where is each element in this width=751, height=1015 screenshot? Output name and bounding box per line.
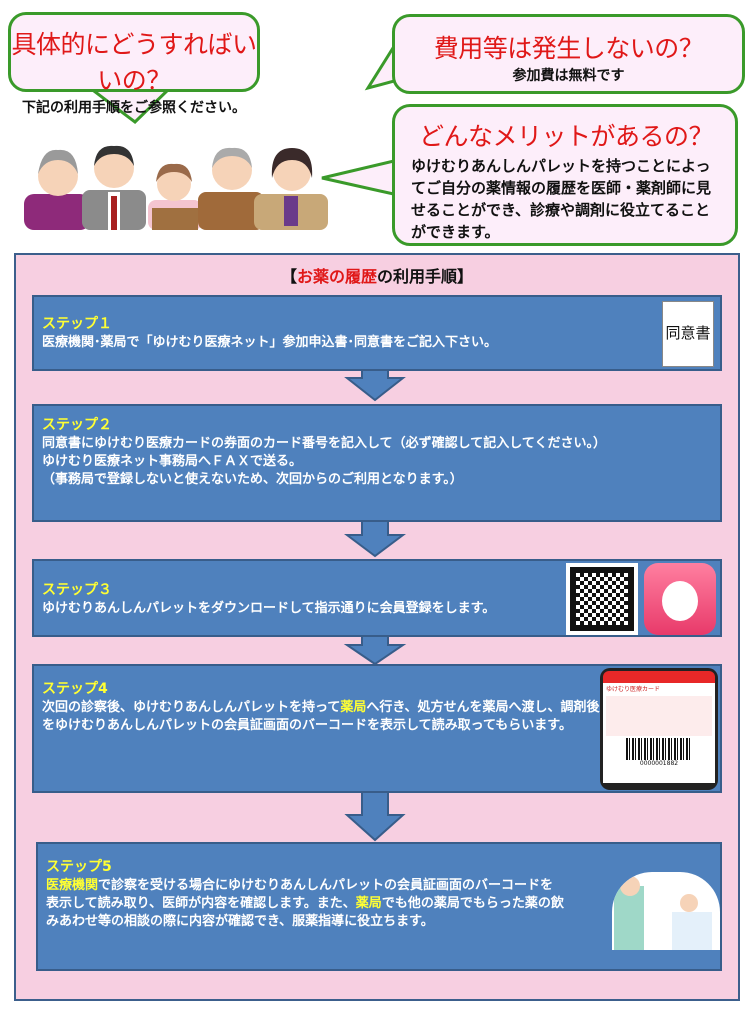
down-arrow-icon — [343, 635, 407, 666]
step-1: ステップ１ 医療機関･薬局で「ゆけむり医療ネット」参加申込書･同意書をご記入下さ… — [32, 295, 722, 371]
step-text: へ行き、処方せんを薬局へ渡し、調剤後をゆけむりあんしんパレットの会員証画面のバー… — [42, 700, 600, 733]
consent-form-document-icon: 同意書 — [662, 301, 714, 367]
doctor-consultation-illustration — [612, 872, 720, 950]
bubble-answer: ゆけむりあんしんパレットを持つことによってご自分の薬情報の履歴を医師・薬剤師に見… — [411, 157, 712, 241]
barcode-icon — [626, 738, 692, 760]
step-text: でも他の薬局でもらった薬の飲みあわせ等の相談の際に内容が確認でき、服薬指導に役立… — [46, 896, 564, 929]
highlight-pharmacy: 薬局 — [355, 896, 382, 911]
speech-bubble-cost: 費用等は発生しないの？ 参加費は無料です — [392, 14, 745, 94]
step-text: で診察を受ける場合にゆけむりあんしんパレットの会員証画面のバーコードを表示して読… — [46, 878, 554, 911]
step-2: ステップ２ 同意書にゆけむり医療カードの券面のカード番号を記入して（必ず確認して… — [32, 404, 722, 522]
title-bracket: 【 — [280, 267, 297, 286]
down-arrow-icon — [344, 369, 406, 402]
highlight-medical-institution: 医療機関 — [46, 878, 99, 893]
family-illustration — [24, 145, 328, 230]
down-arrow-icon — [344, 791, 406, 842]
step-5: ステップ5 医療機関で診察を受ける場合にゆけむりあんしんパレットの会員証画面のバ… — [36, 842, 722, 971]
title-rest: の利用手順】 — [377, 267, 474, 286]
bubble-answer: 参加費は無料です — [512, 68, 625, 84]
speech-bubble-merit: どんなメリットがあるの？ ゆけむりあんしんパレットを持つことによってご自分の薬情… — [392, 104, 738, 246]
bubble-question: 費用等は発生しないの？ — [433, 34, 704, 63]
step-label: ステップ4 — [42, 681, 108, 697]
document-label: 同意書 — [665, 324, 711, 342]
step-text: ゆけむり医療ネット事務局へＦＡＸで送る。 — [42, 454, 303, 469]
step-text: ゆけむりあんしんパレットをダウンロードして指示通りに会員登録をします。 — [42, 601, 496, 616]
speech-bubble-how: 具体的にどうすればいいの？ 下記の利用手順をご参照ください。 — [8, 12, 260, 116]
title-highlight: お薬の履歴 — [296, 267, 377, 286]
step-label: ステップ5 — [46, 859, 112, 875]
app-icon — [644, 563, 716, 635]
step-text: 同意書にゆけむり医療カードの券面のカード番号を記入して（必ず確認して記入してくだ… — [42, 436, 606, 451]
step-label: ステップ２ — [42, 417, 112, 433]
step-text: 次回の診察後、ゆけむりあんしんパレットを持って — [42, 700, 341, 715]
step-text: （事務局で登録しないと使えないため、次回からのご利用となります。） — [42, 472, 463, 487]
step-label: ステップ３ — [42, 582, 112, 598]
down-arrow-icon — [344, 520, 406, 558]
bubble-question: どんなメリットがあるの？ — [418, 122, 714, 151]
highlight-pharmacy: 薬局 — [340, 700, 367, 715]
bubble-answer: 下記の利用手順をご参照ください。 — [22, 100, 246, 116]
bubble-question: 具体的にどうすればいいの？ — [11, 30, 257, 95]
step-text: 医療機関･薬局で「ゆけむり医療ネット」参加申込書･同意書をご記入下さい。 — [42, 335, 498, 350]
step-label: ステップ１ — [42, 316, 112, 332]
step-3: ステップ３ ゆけむりあんしんパレットをダウンロードして指示通りに会員登録をします… — [32, 559, 722, 637]
barcode-number: 0000001882 — [639, 760, 679, 767]
phone-membership-card-image: ゆけむり医療カード 0000001882 — [600, 668, 718, 790]
card-title: ゆけむり医療カード — [606, 686, 661, 693]
panel-title: 【お薬の履歴の利用手順】 — [16, 263, 738, 287]
qr-code-icon — [566, 563, 638, 635]
step-4: ステップ4 次回の診察後、ゆけむりあんしんパレットを持って薬局へ行き、処方せんを… — [32, 664, 722, 793]
